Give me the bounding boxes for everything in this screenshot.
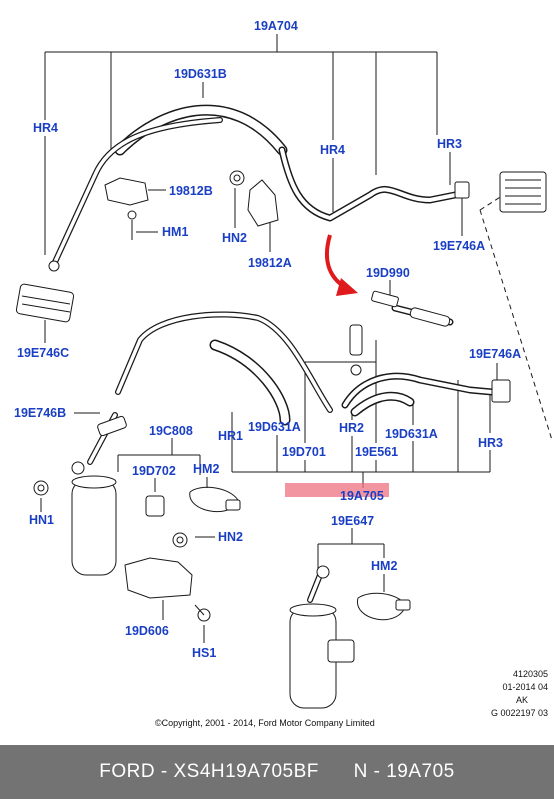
- label-19d606: 19D606: [125, 624, 169, 638]
- label-19e746a-top: 19E746A: [433, 239, 486, 253]
- label-19e647: 19E647: [331, 514, 375, 528]
- label-hs1: HS1: [192, 646, 217, 660]
- footer-part-number: FORD - XS4H19A705BF: [99, 761, 319, 782]
- label-hr4-right: HR4: [320, 143, 346, 157]
- parts-diagram: [15, 34, 553, 709]
- label-19d631a-right: 19D631A: [385, 427, 438, 441]
- label-hr3-bottom: HR3: [478, 436, 504, 450]
- label-hn2-top: HN2: [222, 231, 248, 245]
- meta-line-1: 4120305: [512, 669, 548, 679]
- footer-bar: FORD - XS4H19A705BF N - 19A705: [0, 745, 554, 799]
- highlight-bar: [285, 483, 389, 497]
- label-19d990: 19D990: [366, 266, 410, 280]
- label-hr2: HR2: [339, 421, 365, 435]
- label-hn1: HN1: [29, 513, 55, 527]
- meta-line-2: 01-2014 04: [502, 682, 548, 692]
- label-19a705: 19A705: [340, 489, 384, 503]
- label-19812b: 19812B: [169, 184, 213, 198]
- label-hr3-top: HR3: [437, 137, 463, 151]
- label-hm2-top: HM2: [193, 462, 220, 476]
- label-19e746b: 19E746B: [14, 406, 67, 420]
- label-hn2-bottom: HN2: [218, 530, 244, 544]
- label-19e746a-mid: 19E746A: [469, 347, 522, 361]
- label-hr1: HR1: [218, 429, 244, 443]
- label-hm2-bottom: HM2: [371, 559, 398, 573]
- label-hr4-left: HR4: [33, 121, 59, 135]
- label-hm1: HM1: [162, 225, 189, 239]
- label-19d631a-left: 19D631A: [248, 420, 301, 434]
- copyright-text: ©Copyright, 2001 - 2014, Ford Motor Comp…: [155, 718, 375, 728]
- label-19e746c: 19E746C: [17, 346, 70, 360]
- label-19d702: 19D702: [132, 464, 176, 478]
- meta-line-4: G 0022197 03: [490, 708, 548, 718]
- label-19d701: 19D701: [282, 445, 326, 459]
- label-19c808: 19C808: [149, 424, 193, 438]
- label-19d631b: 19D631B: [174, 67, 227, 81]
- footer-reference: N - 19A705: [353, 761, 455, 782]
- label-19e561: 19E561: [355, 445, 399, 459]
- footer-spacer: [319, 761, 354, 783]
- label-19a704: 19A704: [254, 19, 298, 33]
- label-19812a: 19812A: [248, 256, 292, 270]
- meta-line-3: AK: [515, 695, 528, 705]
